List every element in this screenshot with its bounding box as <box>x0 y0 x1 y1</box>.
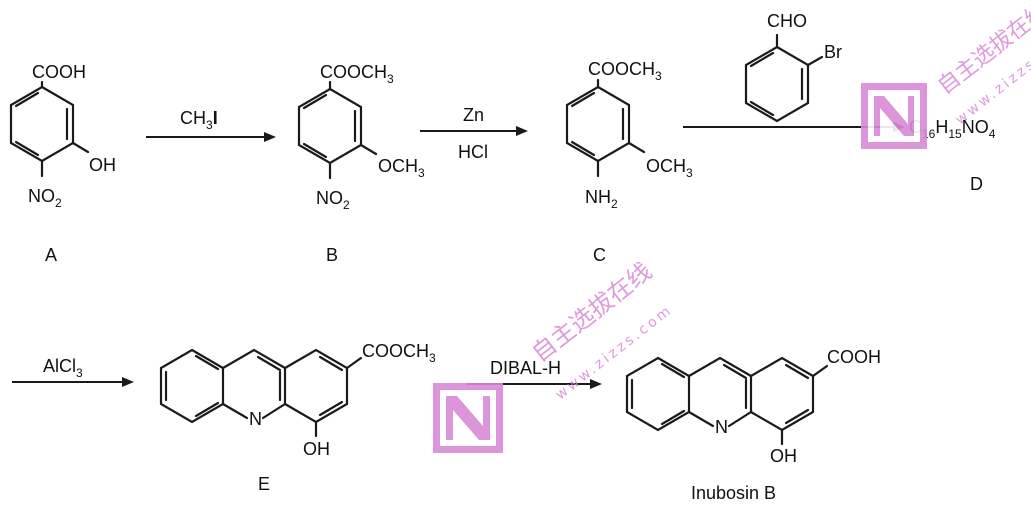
watermark-logo-2 <box>433 383 503 453</box>
reagent-aldehyde-br: Br <box>824 42 842 62</box>
compound-c-bottom-group: NH <box>585 187 611 207</box>
compound-a: COOH OH NO2 A <box>9 62 116 265</box>
svg-text:NO2: NO2 <box>28 186 62 210</box>
reaction-arrow-1: CH3I <box>146 108 276 142</box>
reagent-alcl3: AlCl3 <box>43 356 83 380</box>
svg-text:COOCH3: COOCH3 <box>362 341 436 365</box>
compound-c-label: C <box>593 245 606 265</box>
reagent-bromobenzaldehyde: CHO Br <box>744 11 842 123</box>
compound-b-label: B <box>326 245 338 265</box>
compound-a-side-group: OH <box>89 155 116 175</box>
compound-e-top-group: COOCH <box>362 341 429 361</box>
compound-b: COOCH3 OCH3 NO2 B <box>297 62 425 265</box>
compound-a-bottom-sub: 2 <box>55 196 62 210</box>
inubosin-label: Inubosin B <box>691 483 776 503</box>
reagent-hcl: HCl <box>458 142 488 162</box>
reagent-dibal-h: DIBAL-H <box>490 358 561 378</box>
reaction-arrow-4: AlCl3 <box>12 356 134 387</box>
compound-e-nitrogen: N <box>249 409 262 429</box>
svg-text:OCH3: OCH3 <box>378 156 425 180</box>
compound-c: COOCH3 OCH3 NH2 C <box>565 59 693 265</box>
compound-inubosin-b: COOH N OH Inubosin B <box>625 347 881 503</box>
compound-b-side-group: OCH <box>378 156 418 176</box>
watermark-text-2: 自主选拔在线 www.zizzs.com <box>933 0 1031 128</box>
reagent-zn: Zn <box>463 105 484 125</box>
reagent-aldehyde-cho: CHO <box>767 11 807 31</box>
inubosin-top-group: COOH <box>827 347 881 367</box>
compound-e: COOCH3 N OH E <box>159 341 436 494</box>
svg-text:COOCH3: COOCH3 <box>588 59 662 83</box>
svg-text:OCH3: OCH3 <box>646 156 693 180</box>
compound-a-top-group: COOH <box>32 62 86 82</box>
compound-a-label: A <box>45 245 57 265</box>
inubosin-nitrogen: N <box>715 417 728 437</box>
inubosin-bottom-group: OH <box>770 446 797 466</box>
compound-e-bottom-group: OH <box>303 439 330 459</box>
compound-b-top-group: COOCH <box>320 62 387 82</box>
svg-text:NO2: NO2 <box>316 188 350 212</box>
compound-c-side-group: OCH <box>646 156 686 176</box>
svg-text:自主选拔在线: 自主选拔在线 <box>526 257 657 368</box>
compound-e-label: E <box>258 474 270 494</box>
watermark-logo-1 <box>861 83 927 149</box>
watermark-text-1: 自主选拔在线 www.zizzs.com <box>526 257 676 403</box>
compound-b-bottom-group: NO <box>316 188 343 208</box>
compound-a-bottom-group: NO <box>28 186 55 206</box>
svg-text:COOCH3: COOCH3 <box>320 62 394 86</box>
reaction-arrow-2: Zn HCl <box>420 105 528 162</box>
compound-d-label: D <box>970 174 983 194</box>
reagent-ch3i: CH3I <box>180 108 218 132</box>
compound-c-top-group: COOCH <box>588 59 655 79</box>
svg-text:NH2: NH2 <box>585 187 618 211</box>
